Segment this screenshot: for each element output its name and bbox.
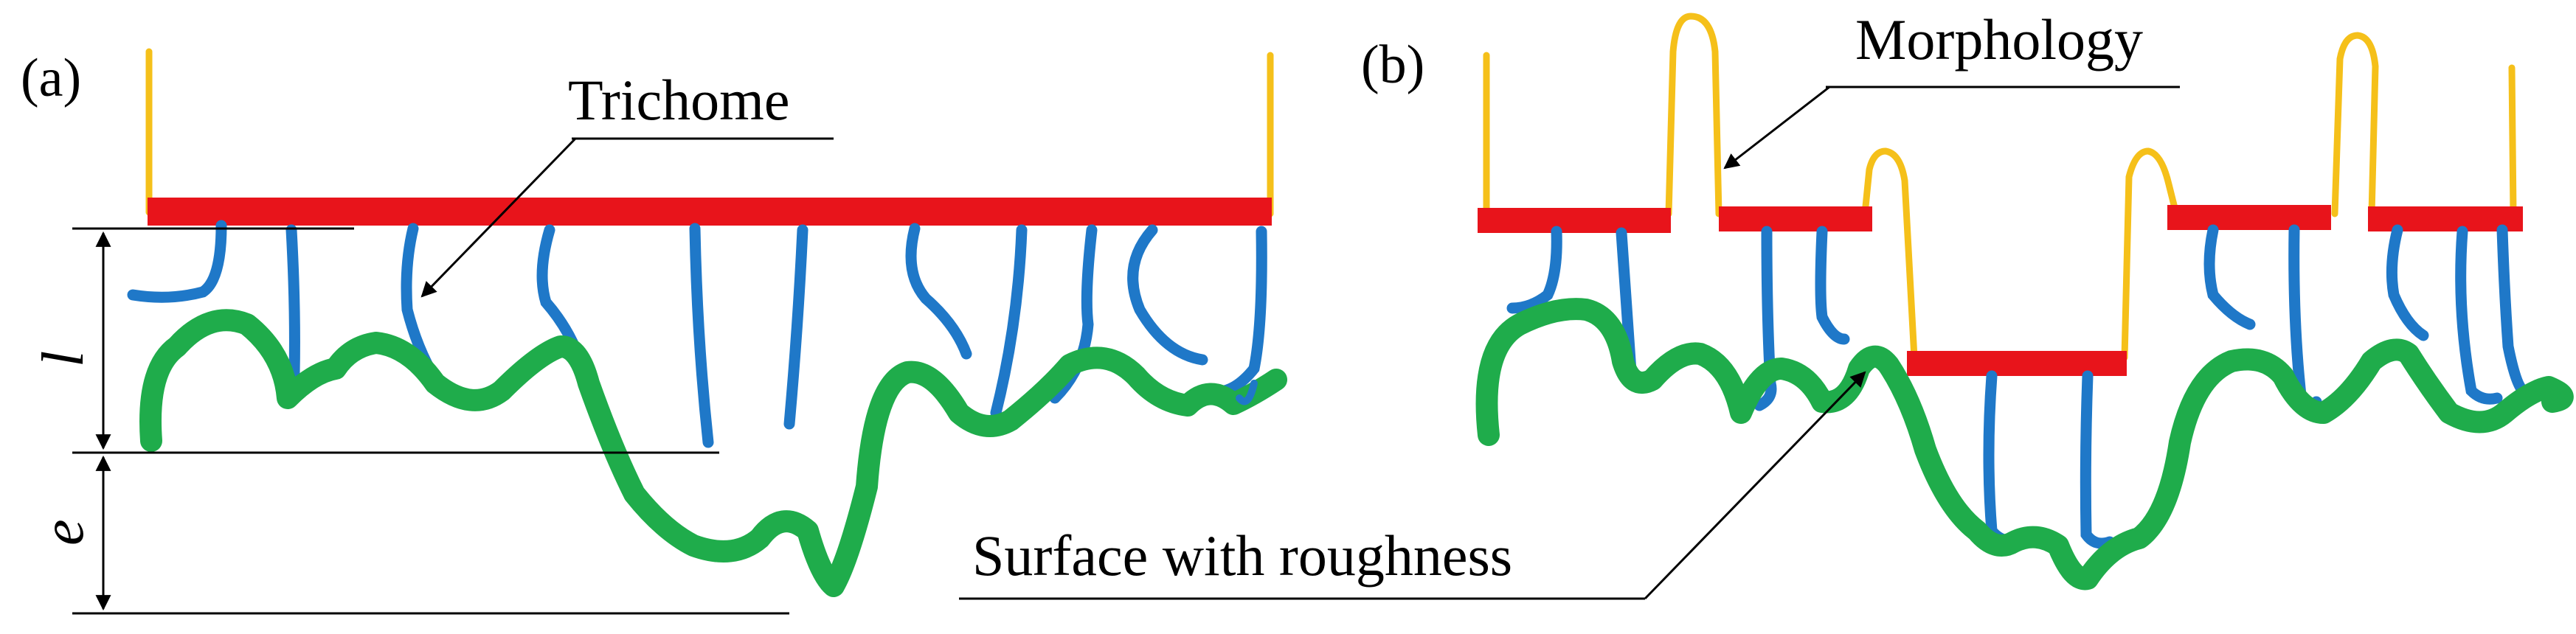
stalk-arch: [2331, 32, 2379, 217]
morphology-label: Morphology: [1855, 7, 2143, 72]
trichome-hair: [1983, 370, 2023, 546]
panel-b: (b): [959, 7, 2574, 600]
trichome-hair: [127, 220, 227, 303]
e-dimension-label: e: [31, 519, 96, 546]
trichome-hair: [2386, 224, 2429, 341]
substrate-segment: [1478, 208, 1671, 233]
l-dimension-label: l: [31, 351, 96, 367]
trichome-hair: [2203, 224, 2256, 330]
rough-surface-b: [1475, 298, 2574, 591]
substrate-segment: [1907, 351, 2127, 376]
substrate-bar: [148, 198, 1272, 226]
panel-a: (a): [21, 48, 1287, 615]
substrate-segment: [1719, 206, 1872, 231]
trichome-hair: [689, 223, 714, 448]
trichome-hair: [1506, 226, 1562, 314]
panel-b-trichomes: [1506, 224, 2529, 549]
stalk-arch: [2121, 147, 2180, 361]
panel-b-label: (b): [1361, 35, 1424, 95]
morphology-leader-arrow: [1723, 86, 1830, 170]
trichome-hair-tip: [1236, 380, 1258, 405]
trichome-leader-arrow: [420, 137, 577, 298]
trichome-hair: [1127, 224, 1208, 366]
panel-a-trichomes: [127, 220, 1267, 448]
substrate-segment: [2167, 205, 2331, 230]
panel-a-label: (a): [21, 48, 81, 108]
trichome-hair: [2496, 224, 2529, 397]
surface-leader-arrow: [1644, 371, 1866, 600]
stalk: [2508, 64, 2517, 217]
panel-b-stalks: [1483, 13, 2517, 361]
trichome-hair: [1815, 226, 1850, 345]
trichome-hair: [2080, 370, 2116, 549]
rough-surface-a: [139, 309, 1287, 597]
panel-a-stalks: [145, 48, 1274, 217]
stalk-arch: [1861, 147, 1918, 361]
trichome-hair: [1219, 226, 1267, 397]
trichome-label: Trichome: [568, 68, 789, 132]
trichome-hair: [2455, 226, 2503, 405]
trichome-hair: [783, 224, 809, 430]
surface-label: Surface with roughness: [972, 523, 1512, 588]
panel-a-reference-lines: [72, 227, 789, 615]
trichome-hair: [990, 224, 1028, 419]
stalk-arch: [1665, 13, 1722, 217]
trichome-hair: [905, 223, 972, 360]
